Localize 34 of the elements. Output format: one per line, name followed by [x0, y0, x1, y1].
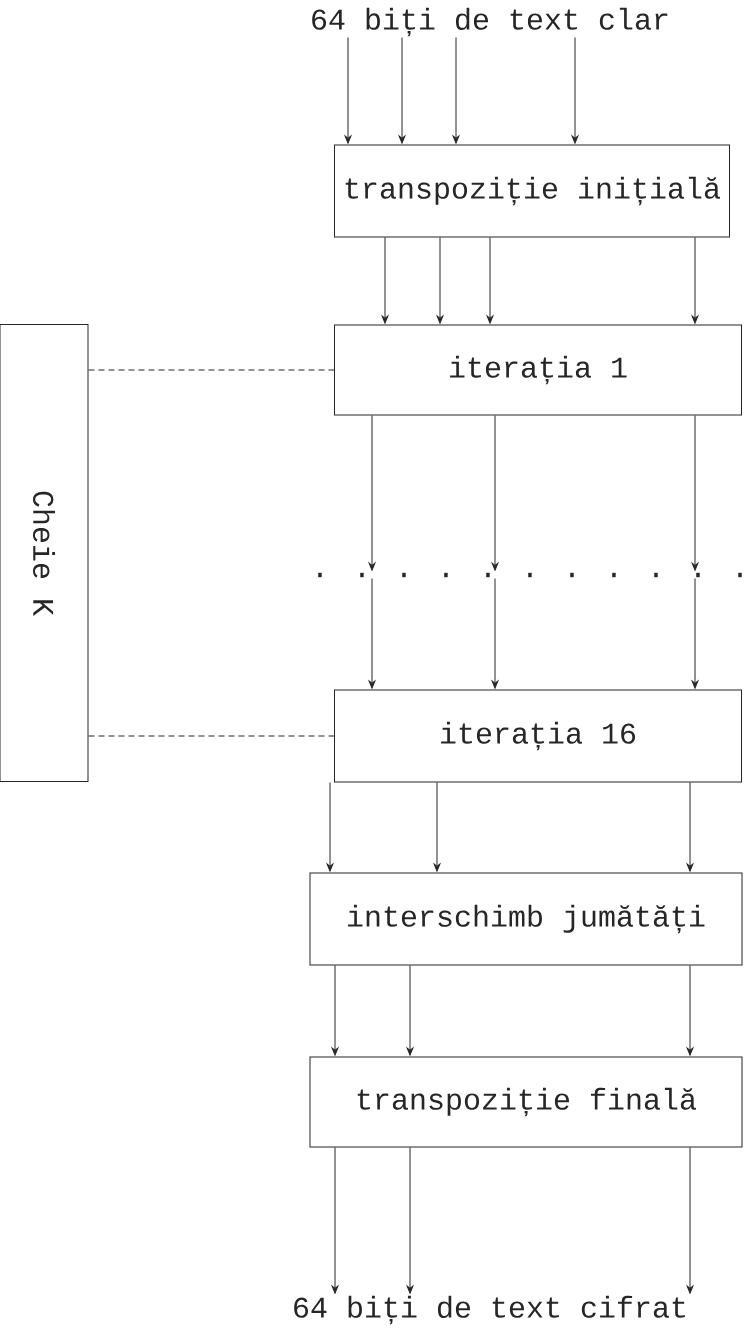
arrow: [331, 965, 339, 1056]
arrow: [344, 36, 352, 144]
arrow: [571, 36, 579, 144]
dashed-line: [88, 369, 335, 371]
process-box: iterația 1: [334, 324, 742, 416]
arrow: [452, 36, 460, 144]
arrow: [691, 577, 699, 689]
arrow: [368, 577, 376, 689]
arrow: [491, 415, 499, 571]
arrow: [326, 782, 334, 872]
arrow: [436, 237, 444, 324]
arrow: [691, 237, 699, 324]
arrow: [368, 415, 376, 571]
arrow: [331, 1147, 339, 1294]
process-box: iterația 16: [334, 689, 742, 783]
arrow: [686, 1147, 694, 1294]
arrow: [686, 782, 694, 872]
arrow: [486, 237, 494, 324]
arrow: [433, 782, 441, 872]
arrow: [691, 415, 699, 571]
arrow: [406, 1147, 414, 1294]
arrow: [381, 237, 389, 324]
process-box: transpoziție finală: [309, 1056, 743, 1148]
process-box: interschimb jumătăți: [309, 872, 743, 966]
text-label: . . . . . . . . . . .: [318, 572, 742, 578]
process-box: transpoziție inițială: [334, 144, 730, 238]
text-label: 64 biți de text cifrat: [294, 1295, 685, 1325]
arrow: [491, 577, 499, 689]
arrow: [398, 36, 406, 144]
arrow: [406, 965, 414, 1056]
dashed-line: [88, 735, 335, 737]
key-box: Cheie K: [0, 324, 89, 782]
arrow: [686, 965, 694, 1056]
text-label: 64 biți de text clar: [312, 7, 668, 37]
